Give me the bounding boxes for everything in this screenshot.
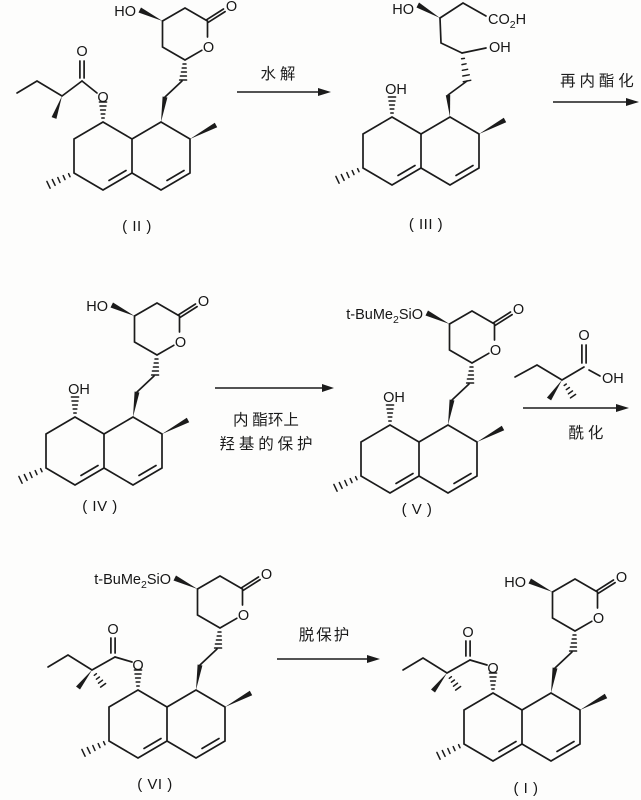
ring-oh-label: OH	[385, 82, 407, 98]
tbs-sub: 2	[393, 314, 399, 326]
compound-II-structure: HO O O ( II )	[16, 0, 238, 235]
reaction-arrow-deprotection: 脱保护	[277, 626, 380, 663]
compound-VI-label: ( VI )	[137, 776, 173, 793]
compound-I-structure: HO O O ( I )	[402, 569, 628, 797]
tbs-pre: t-BuMe	[346, 307, 393, 323]
ho-label: HO	[504, 575, 526, 591]
reaction-arrow-protection: 内 酯环上 羟 基 的 保 护	[215, 384, 334, 453]
compound-IV-label: ( IV )	[82, 498, 118, 515]
step-label-hydrolysis: 水 解	[261, 65, 296, 83]
carbonyl-oxygen: O	[462, 625, 473, 641]
step-label-protection-line2: 羟 基 的 保 护	[219, 435, 312, 453]
ring-oh-label: OH	[68, 382, 90, 398]
tbs-post: SiO	[399, 307, 423, 323]
carboxylic-acid-label: CO2H	[488, 12, 526, 31]
tbs-post: SiO	[147, 572, 171, 588]
ester-oxygen: O	[487, 661, 498, 677]
carbonyl-oxygen: O	[107, 622, 118, 638]
tbs-label: t-BuMe2SiO	[346, 307, 423, 326]
compound-II-label: ( II )	[122, 218, 152, 235]
compound-III-label: ( III )	[409, 216, 443, 233]
ester-oxygen: O	[132, 658, 143, 674]
tbs-sub: 2	[141, 579, 147, 591]
reaction-arrow-relactonization: 再 内 酯 化	[553, 72, 639, 106]
step-label-acylation: 酰 化	[569, 424, 604, 442]
co2h-pre: CO	[488, 12, 510, 28]
compound-I-label: ( I )	[514, 780, 539, 797]
step-label-relactonization: 再 内 酯 化	[560, 72, 634, 90]
ho-label: HO	[392, 2, 414, 18]
ester-oxygen: O	[97, 90, 108, 106]
ho-label: HO	[86, 299, 108, 315]
co2h-sub: 2	[510, 19, 516, 31]
compound-VI-structure: t-BuMe2SiO O O ( VI )	[47, 566, 273, 793]
co2h-post: H	[516, 12, 526, 28]
ho-label: HO	[114, 4, 136, 20]
compound-V-structure: t-BuMe2SiO OH ( V )	[333, 301, 525, 518]
ring-oh-label: OH	[383, 390, 405, 406]
acylation-reagent-structure: O OH	[514, 328, 624, 401]
reaction-arrow-acylation: 酰 化	[523, 404, 629, 442]
step-label-protection-line1: 内 酯环上	[233, 411, 299, 429]
side-oh-label: OH	[489, 40, 511, 56]
carbonyl-oxygen: O	[76, 44, 87, 60]
reagent-carbonyl-oxygen: O	[578, 328, 589, 344]
tbs-pre: t-BuMe	[94, 572, 141, 588]
compound-V-label: ( V )	[402, 501, 433, 518]
compound-III-structure: OH HO CO2H OH ( III )	[335, 2, 526, 233]
tbs-label: t-BuMe2SiO	[94, 572, 171, 591]
reagent-oh-label: OH	[602, 371, 624, 387]
compound-IV-structure: HO OH ( IV )	[18, 293, 210, 515]
reaction-arrow-hydrolysis: 水 解	[237, 65, 331, 96]
step-label-deprotection: 脱保护	[299, 626, 352, 644]
